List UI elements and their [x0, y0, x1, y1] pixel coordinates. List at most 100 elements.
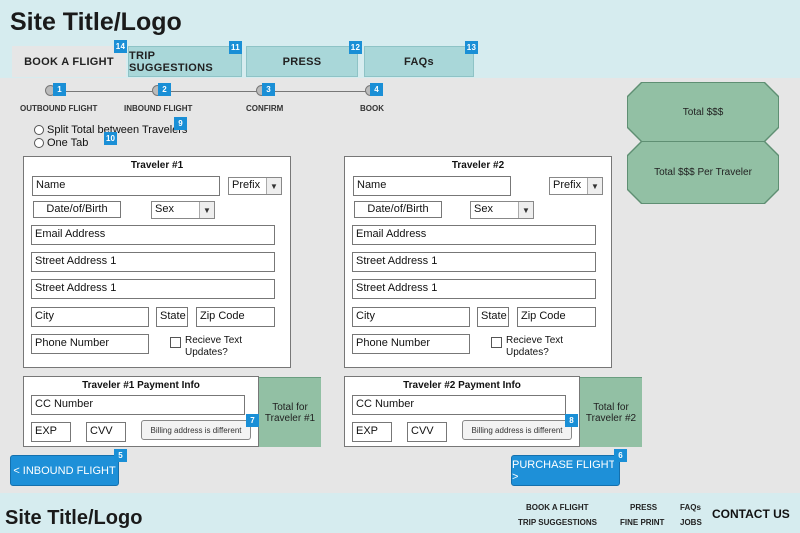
- traveler-1-title: Traveler #1: [130, 160, 184, 171]
- footer-link-jobs[interactable]: JOBS: [680, 518, 702, 527]
- payment-1-title: Traveler #1 Payment Info: [82, 380, 200, 391]
- total-box: Total $$$: [628, 83, 778, 141]
- billing-label: Billing address is different: [471, 425, 563, 435]
- traveler-1-street2-field[interactable]: Street Address 1: [31, 279, 275, 299]
- tab-badge: 12: [349, 41, 362, 54]
- traveler-2-street1-field[interactable]: Street Address 1: [352, 252, 596, 272]
- traveler-2-payment-panel: Traveler #2 Payment Info CC Number EXP C…: [344, 376, 580, 447]
- billing-label: Billing address is different: [150, 425, 242, 435]
- tab-badge: 14: [114, 40, 127, 53]
- per-traveler-box: Total $$$ Per Traveler: [628, 142, 778, 203]
- split-total-option[interactable]: Split Total between Travelers: [34, 124, 187, 136]
- traveler-1-prefix-select[interactable]: Prefix ▼: [228, 177, 282, 195]
- one-tab-label: One Tab: [47, 137, 89, 149]
- traveler-1-name-field[interactable]: Name: [32, 176, 220, 196]
- tab-faqs[interactable]: FAQs 13: [364, 41, 478, 77]
- purchase-flight-button[interactable]: PURCHASE FLIGHT >: [511, 455, 620, 486]
- tab-label: BOOK A FLIGHT: [24, 55, 114, 68]
- payment-2-billing-button[interactable]: Billing address is different: [462, 420, 572, 440]
- traveler-2-city-field[interactable]: City: [352, 307, 470, 327]
- payment-1-exp-field[interactable]: EXP: [31, 422, 71, 442]
- tab-label: TRIP SUGGESTIONS: [129, 49, 213, 74]
- one-tab-radio[interactable]: [34, 138, 44, 148]
- traveler-2-total-label: Total for Traveler #2: [585, 401, 637, 424]
- purchase-badge: 6: [614, 449, 627, 462]
- traveler-2-phone-field[interactable]: Phone Number: [352, 334, 470, 354]
- traveler-2-prefix-select[interactable]: Prefix ▼: [549, 177, 603, 195]
- billing-badge: 7: [246, 414, 259, 427]
- traveler-1-total-label: Total for Traveler #1: [264, 401, 316, 424]
- traveler-2-name-field[interactable]: Name: [353, 176, 511, 196]
- footer-link-trip-suggestions[interactable]: TRIP SUGGESTIONS: [518, 518, 597, 527]
- footer-link-press[interactable]: PRESS: [630, 503, 658, 512]
- back-badge: 5: [114, 449, 127, 462]
- traveler-2-panel: Traveler #2 Name Prefix ▼ Date/of/Birth …: [344, 156, 612, 368]
- tab-label: FAQs: [404, 55, 434, 68]
- traveler-1-dob-field[interactable]: Date/of/Birth: [33, 201, 121, 218]
- payment-2-title: Traveler #2 Payment Info: [403, 380, 521, 391]
- progress-line: [50, 91, 377, 92]
- site-title[interactable]: Site Title/Logo: [10, 8, 182, 36]
- traveler-2-dob-field[interactable]: Date/of/Birth: [354, 201, 442, 218]
- back-label: < INBOUND FLIGHT: [13, 464, 116, 477]
- tab-trip-suggestions[interactable]: TRIP SUGGESTIONS 11: [128, 41, 242, 77]
- traveler-2-state-field[interactable]: State: [477, 307, 509, 327]
- traveler-2-email-field[interactable]: Email Address: [352, 225, 596, 245]
- footer-contact-us[interactable]: CONTACT US: [712, 507, 790, 521]
- payment-1-cvv-field[interactable]: CVV: [86, 422, 126, 442]
- step-badge: 2: [158, 83, 171, 96]
- total-label: Total $$$: [682, 106, 724, 118]
- payment-2-cvv-field[interactable]: CVV: [407, 422, 447, 442]
- traveler-1-phone-field[interactable]: Phone Number: [31, 334, 149, 354]
- chevron-down-icon: ▼: [266, 178, 281, 194]
- per-traveler-label: Total $$$ Per Traveler: [654, 167, 752, 178]
- step-book-label: BOOK: [360, 104, 384, 113]
- billing-badge: 8: [565, 414, 578, 427]
- payment-2-exp-field[interactable]: EXP: [352, 422, 392, 442]
- traveler-1-street1-field[interactable]: Street Address 1: [31, 252, 275, 272]
- footer-site-title[interactable]: Site Title/Logo: [5, 507, 143, 529]
- traveler-2-text-updates[interactable]: Recieve Text Updates?: [491, 335, 581, 359]
- traveler-1-text-updates[interactable]: Recieve Text Updates?: [170, 335, 260, 359]
- text-updates-label: Recieve Text Updates?: [185, 335, 243, 358]
- tab-book-a-flight[interactable]: BOOK A FLIGHT 14: [12, 40, 127, 77]
- footer-link-faqs[interactable]: FAQs: [680, 503, 701, 512]
- payment-1-cc-field[interactable]: CC Number: [31, 395, 245, 415]
- tab-label: PRESS: [282, 55, 322, 68]
- step-confirm-label: CONFIRM: [246, 104, 284, 113]
- chevron-down-icon: ▼: [587, 178, 602, 194]
- select-value: Sex: [155, 203, 174, 215]
- traveler-2-street2-field[interactable]: Street Address 1: [352, 279, 596, 299]
- traveler-1-state-field[interactable]: State: [156, 307, 188, 327]
- select-value: Sex: [474, 203, 493, 215]
- step-badge: 4: [370, 83, 383, 96]
- traveler-1-total: Total for Traveler #1: [259, 377, 321, 447]
- text-updates-checkbox[interactable]: [491, 337, 502, 348]
- select-value: Prefix: [553, 179, 582, 191]
- traveler-2-zip-field[interactable]: Zip Code: [517, 307, 596, 327]
- split-total-label: Split Total between Travelers: [47, 124, 188, 136]
- select-value: Prefix: [232, 179, 261, 191]
- traveler-1-panel: Traveler #1 Name Prefix ▼ Date/of/Birth …: [23, 156, 291, 368]
- footer-link-fine-print[interactable]: FINE PRINT: [620, 518, 665, 527]
- traveler-2-sex-select[interactable]: Sex ▼: [470, 201, 534, 219]
- split-total-radio[interactable]: [34, 125, 44, 135]
- step-outbound-label: OUTBOUND FLIGHT: [20, 104, 98, 113]
- inbound-flight-back-button[interactable]: < INBOUND FLIGHT: [10, 455, 119, 486]
- traveler-1-city-field[interactable]: City: [31, 307, 149, 327]
- one-tab-option[interactable]: One Tab: [34, 137, 88, 149]
- text-updates-label: Recieve Text Updates?: [506, 335, 564, 358]
- traveler-1-email-field[interactable]: Email Address: [31, 225, 275, 245]
- text-updates-checkbox[interactable]: [170, 337, 181, 348]
- tab-press[interactable]: PRESS 12: [246, 41, 362, 77]
- payment-2-cc-field[interactable]: CC Number: [352, 395, 566, 415]
- step-badge: 1: [53, 83, 66, 96]
- traveler-1-sex-select[interactable]: Sex ▼: [151, 201, 215, 219]
- payment-1-billing-button[interactable]: Billing address is different: [141, 420, 251, 440]
- traveler-2-title: Traveler #2: [451, 160, 505, 171]
- one-tab-badge: 10: [104, 132, 117, 145]
- traveler-1-zip-field[interactable]: Zip Code: [196, 307, 275, 327]
- chevron-down-icon: ▼: [518, 202, 533, 218]
- purchase-label: PURCHASE FLIGHT >: [512, 458, 616, 483]
- footer-link-book-a-flight[interactable]: BOOK A FLIGHT: [526, 503, 589, 512]
